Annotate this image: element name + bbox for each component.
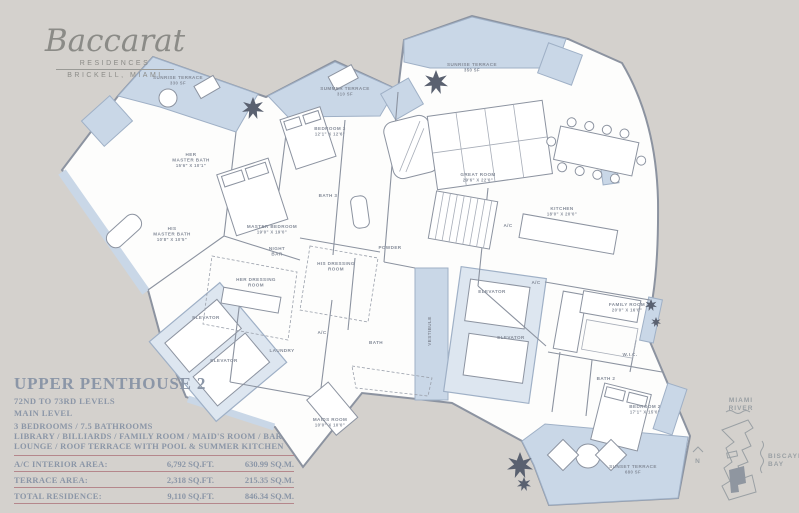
- room-label: A/C: [503, 223, 512, 228]
- dressing-millwork: [202, 245, 433, 397]
- room-label: ELEVATOR: [478, 289, 506, 294]
- stairs: [427, 190, 499, 250]
- unit-title: UPPER PENTHOUSE 2: [14, 374, 207, 393]
- table-row: TOTAL RESIDENCE: 9,110 SQ.FT. 846.34 SQ.…: [14, 488, 294, 504]
- key-map-label: BISCAYNEBAY: [768, 453, 799, 468]
- feature-line: LOUNGE / ROOF TERRACE WITH POOL & SUMMER…: [14, 441, 284, 451]
- room-label: BATH 2: [597, 376, 616, 381]
- area-sqft: 2,318 SQ.FT.: [166, 474, 214, 485]
- area-sqft: 6,792 SQ.FT.: [166, 458, 214, 469]
- area-label: TOTAL RESIDENCE:: [14, 490, 102, 501]
- title-block: UPPER PENTHOUSE 2 72ND TO 73RD LEVELS MA…: [14, 374, 206, 418]
- red-divider: [14, 455, 294, 456]
- room-label: ELEVATOR: [210, 358, 238, 363]
- logo-divider: [56, 69, 174, 70]
- area-table: A/C INTERIOR AREA: 6,792 SQ.FT. 630.99 S…: [14, 456, 294, 504]
- feature-list: 3 BEDROOMS / 7.5 BATHROOMS LIBRARY / BIL…: [14, 421, 294, 456]
- feature-line: 3 BEDROOMS / 7.5 BATHROOMS: [14, 421, 153, 431]
- room-label: BATH: [369, 340, 383, 345]
- brand-name: Baccarat: [44, 23, 186, 59]
- furniture: [105, 64, 652, 472]
- room-label: BATH 3: [319, 193, 338, 198]
- unit-levels: 72ND TO 73RD LEVELS: [14, 396, 116, 406]
- area-sqft: 9,110 SQ.FT.: [167, 490, 214, 501]
- brand-logo: Baccarat RESIDENCES BRICKELL, MIAMI: [26, 24, 204, 79]
- room-label: POWDER: [378, 245, 401, 250]
- room-label: A/C: [531, 280, 540, 285]
- area-label: TERRACE AREA:: [14, 474, 89, 485]
- brand-residences: RESIDENCES: [79, 60, 151, 67]
- room-label: A/C: [317, 330, 326, 335]
- feature-line: LIBRARY / BILLIARDS / FAMILY ROOM / MAID…: [14, 431, 283, 441]
- roof-stair: [383, 114, 439, 180]
- room-label: LAUNDRY: [269, 348, 294, 353]
- table-row: A/C INTERIOR AREA: 6,792 SQ.FT. 630.99 S…: [14, 456, 294, 472]
- elevator-core-right: [442, 265, 548, 405]
- room-label: ELEVATOR: [497, 335, 525, 340]
- key-map-label: N: [695, 458, 701, 465]
- key-map: [692, 410, 764, 501]
- area-sqm: 215.35 SQ.M.: [244, 474, 294, 485]
- area-sqm: 630.99 SQ.M.: [244, 458, 294, 469]
- brand-location: BRICKELL, MIAMI: [67, 72, 163, 79]
- unit-level: MAIN LEVEL: [14, 408, 73, 418]
- room-label: VESTIBULE: [427, 316, 432, 345]
- room-label: ELEVATOR: [192, 315, 220, 320]
- area-label: A/C INTERIOR AREA:: [14, 458, 108, 469]
- table-row: TERRACE AREA: 2,318 SQ.FT. 215.35 SQ.M.: [14, 472, 294, 488]
- area-sqm: 846.34 SQ.M.: [244, 490, 294, 501]
- balcony-slabs: [80, 42, 688, 436]
- building-footprint-icon: [721, 419, 757, 501]
- room-label: W.I.C.: [623, 352, 638, 357]
